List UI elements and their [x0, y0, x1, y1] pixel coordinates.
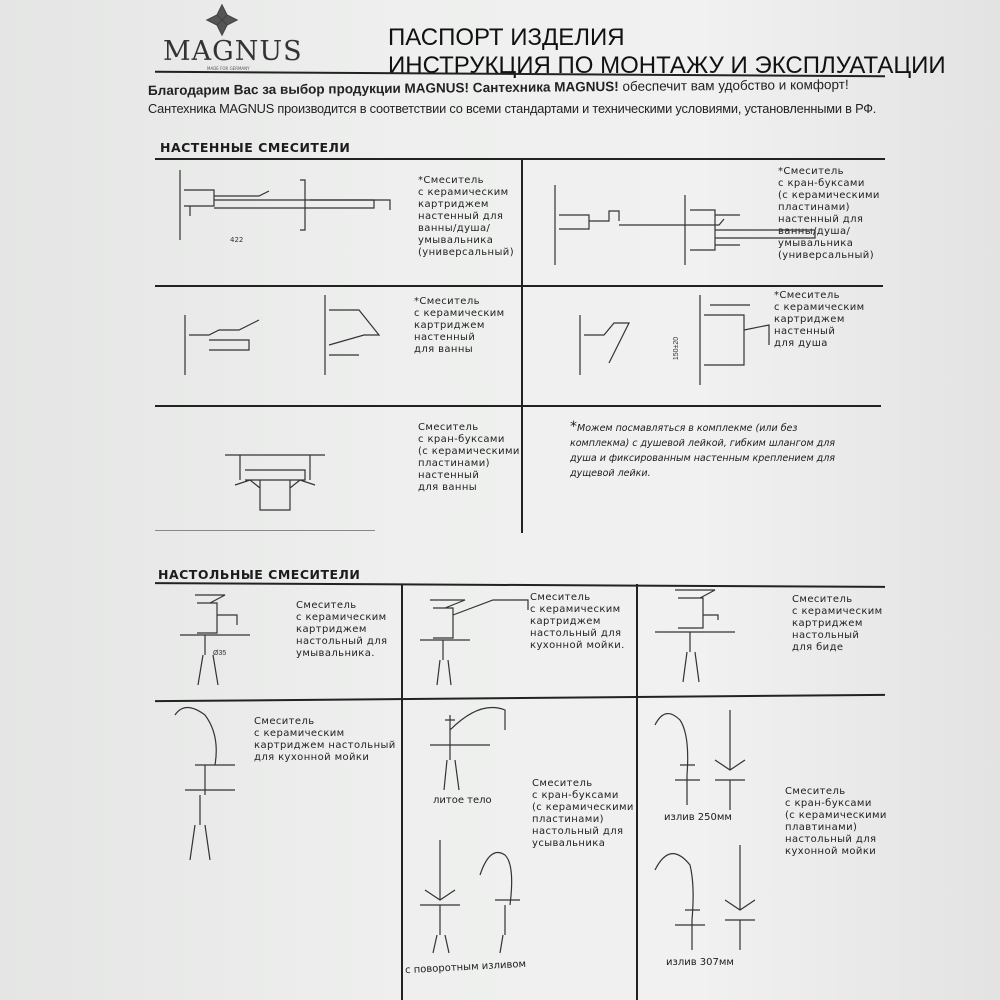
faucet-diagram — [655, 589, 735, 683]
divider — [155, 285, 883, 287]
faucet-diagram — [654, 710, 746, 810]
product-desc: Смеситель с керамическим картриджем наст… — [792, 594, 883, 653]
product-desc: Смеситель с кран-буксами (с керамическим… — [418, 422, 520, 493]
logo: MAGNUS — [163, 36, 303, 67]
page-title: ПАСПОРТ ИЗДЕЛИЯ ИНСТРУКЦИЯ ПО МОНТАЖУ И … — [388, 24, 946, 80]
product-desc: *Смеситель с керамическим картриджем нас… — [418, 175, 514, 258]
faucet-diagram — [174, 706, 235, 861]
faucet-diagram — [184, 295, 381, 375]
faucet-diagram — [579, 295, 770, 385]
caption: литое тело — [433, 795, 492, 806]
faucet-diagram — [554, 185, 816, 265]
svg-text:422: 422 — [230, 236, 243, 244]
product-desc: *Смеситель с керамическим картриджем нас… — [774, 290, 865, 349]
product-desc: Смеситель с керамическим картриджем наст… — [530, 592, 625, 651]
caption: излив 250мм — [664, 812, 732, 823]
divider — [155, 158, 885, 160]
faucet-diagram — [180, 594, 250, 686]
standards-text: Сантехника MAGNUS производится в соответ… — [148, 101, 877, 116]
product-desc: Смеситель с кран-буксами (с керамическим… — [785, 786, 887, 857]
faucet-diagram — [225, 454, 325, 511]
title-line-1: ПАСПОРТ ИЗДЕЛИЯ — [388, 24, 625, 51]
section-heading-wall: НАСТЕННЫЕ СМЕСИТЕЛИ — [160, 140, 351, 155]
product-desc: Смеситель с кран-буксами (с керамическим… — [532, 778, 634, 849]
divider — [155, 405, 881, 407]
product-desc: *Смеситель с керамическим картриджем нас… — [414, 296, 505, 355]
faucet-diagram: 422 — [179, 170, 391, 244]
faucet-diagram — [420, 599, 529, 686]
section-heading-table: НАСТОЛЬНЫЕ СМЕСИТЕЛИ — [158, 567, 361, 582]
caption: излив 307мм — [666, 957, 734, 968]
divider — [521, 158, 523, 533]
product-desc: Смеситель с керамическим картриджем наст… — [296, 600, 388, 659]
divider — [401, 584, 403, 1000]
divider — [636, 584, 638, 1000]
kit-note: *Можем посмавляться в комплекме (или без… — [570, 419, 835, 480]
faucet-diagram — [430, 706, 506, 791]
dimension-label: Ø35 — [213, 650, 227, 657]
product-desc: *Смеситель с кран-буксами (с керамически… — [778, 166, 880, 261]
logo-emblem-icon — [205, 3, 239, 37]
faucet-diagram — [420, 840, 520, 954]
dimension-label: 150±20 — [673, 336, 681, 361]
logo-tagline: MADE FOR GERMANY — [207, 66, 250, 71]
thanks-rest: обеспечит вам удобство и комфорт! — [622, 76, 849, 94]
faucet-diagram — [654, 845, 756, 950]
divider — [155, 530, 375, 531]
product-desc: Смеситель с керамическим картриджем наст… — [254, 716, 396, 763]
